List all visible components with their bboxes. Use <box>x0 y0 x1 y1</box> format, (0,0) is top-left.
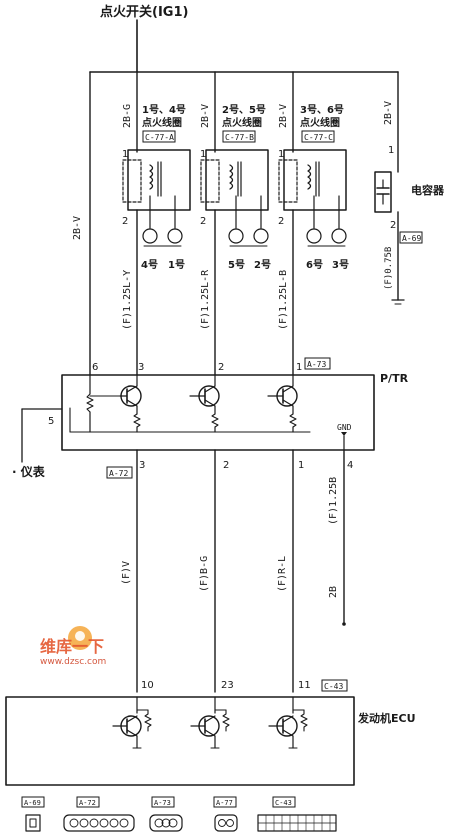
ecu-transistor-2 <box>190 696 230 749</box>
legend-conn-5: C-43 <box>275 799 292 807</box>
ptr-pin-5: 5 <box>48 416 54 427</box>
coil2-bottom-wire-label: (F)1.25L-R <box>200 269 211 330</box>
capacitor-bottom-wire-label: (F)0.75B <box>384 247 394 290</box>
capacitor-pin-bottom: 2 <box>390 220 396 231</box>
coil1-pin-bottom: 2 <box>122 216 128 227</box>
coil2-plug-b: 2号 <box>254 259 271 271</box>
ptr-pin-4-bottom: 4 <box>347 460 353 471</box>
ecu-connector: C-43 <box>324 682 343 691</box>
ignition-switch-label: 点火开关(IG1) <box>100 4 188 20</box>
ecu-pin-10: 10 <box>141 680 154 691</box>
coil3-title-2: 点火线圈 <box>300 116 340 129</box>
coil1-plug-b: 1号 <box>168 259 185 271</box>
meter-label: · 仪表 <box>12 464 46 479</box>
coil1-connector: C-77-A <box>145 133 174 142</box>
transistor-2 <box>189 374 220 433</box>
coil1-pin-top: 1 <box>122 149 128 160</box>
ecu-pin-11: 11 <box>298 680 311 691</box>
coil1-title-1: 1号、4号 <box>142 104 186 116</box>
capacitor-connector: A-69 <box>402 234 421 243</box>
lower-wire-1-label: (F)V <box>121 561 132 585</box>
legend-conn-1: A-69 <box>24 799 41 807</box>
ignition-coil-2: 2B-V 2号、5号 点火线圈 C-77-B 1 2 5号 2号 (F)1.25… <box>200 71 271 376</box>
ptr-pin-1-bottom: 1 <box>298 460 304 471</box>
coil3-pin-bottom: 2 <box>278 216 284 227</box>
ptr-pin-2-bottom: 2 <box>223 460 229 471</box>
ecu-transistor-3 <box>268 696 308 749</box>
legend-conn-4: A-77 <box>216 799 233 807</box>
engine-ecu: 10 23 11 C-43 发动机ECU <box>5 679 416 786</box>
ecu-transistor-1 <box>112 696 152 749</box>
capacitor-top-wire-label: 2B-V <box>383 101 394 125</box>
coil3-top-wire-label: 2B-V <box>278 104 289 128</box>
lower-wire-harness: (F)V (F)B-G (F)R-L (F)1.25B 2B <box>121 449 346 693</box>
coil3-pin-top: 1 <box>278 149 284 160</box>
lower-wire-4b-label: 2B <box>328 586 339 598</box>
coil3-plug-a: 6号 <box>306 259 323 271</box>
watermark: 维库一下 www.dzsc.com <box>40 626 106 667</box>
capacitor-label: 电容器 <box>411 183 445 197</box>
transistor-1 <box>119 374 142 433</box>
coil1-top-wire-label: 2B-G <box>122 104 133 128</box>
ptr-connector: A-73 <box>307 360 326 369</box>
ptr-label: P/TR <box>380 372 409 385</box>
coil3-connector: C-77-C <box>304 133 333 142</box>
coil2-title-2: 点火线圈 <box>222 116 262 129</box>
ignition-coil-1: 2B-G 1号、4号 点火线圈 C-77-A 1 2 4号 1号 (F)1.25… <box>122 71 191 376</box>
coil2-top-wire-label: 2B-V <box>200 104 211 128</box>
ptr-pin-3-top: 3 <box>138 362 144 373</box>
coil2-pin-bottom: 2 <box>200 216 206 227</box>
coil3-title-1: 3号、6号 <box>300 104 344 116</box>
ignition-coil-3: 2B-V 3号、6号 点火线圈 C-77-C 1 2 6号 3号 (F)1.25… <box>278 71 349 376</box>
coil2-title-1: 2号、5号 <box>222 104 266 116</box>
capacitor-pin-top: 1 <box>388 145 394 156</box>
ptr-gnd-label: GND <box>337 423 352 432</box>
coil2-connector: C-77-B <box>225 133 254 142</box>
legend-conn-2: A-72 <box>79 799 96 807</box>
coil1-bottom-wire-label: (F)1.25L-Y <box>122 270 133 330</box>
coil3-plug-b: 3号 <box>332 259 349 271</box>
lower-wire-3-label: (F)R-L <box>277 556 288 592</box>
legend-conn-3: A-73 <box>154 799 171 807</box>
lower-wire-2-label: (F)B-G <box>199 556 210 592</box>
ecu-label: 发动机ECU <box>357 711 416 725</box>
capacitor: 2B-V 1 电容器 2 A-69 (F)0.75B <box>374 71 445 305</box>
ecu-pin-23: 23 <box>221 680 234 691</box>
lower-wire-4-label: (F)1.25B <box>328 477 339 525</box>
watermark-line-1: 维库一下 <box>40 637 104 656</box>
ptr-pin-6: 6 <box>92 362 98 373</box>
ptr-bottom-connector: A-72 <box>109 469 128 478</box>
watermark-line-2: www.dzsc.com <box>40 657 106 667</box>
coil3-bottom-wire-label: (F)1.25L-B <box>278 270 289 330</box>
ptr-pin-3-bottom: 3 <box>139 460 145 471</box>
coil1-plug-a: 4号 <box>141 259 158 271</box>
left-wire-label: 2B-V <box>72 216 83 240</box>
coil1-title-2: 点火线圈 <box>142 116 182 129</box>
ptr-pin-1-top: 1 <box>296 362 302 373</box>
ptr-pin-2-top: 2 <box>218 362 224 373</box>
connector-legend: A-69 A-72 A-73 A-77 C-43 <box>21 796 337 832</box>
coil2-pin-top: 1 <box>200 149 206 160</box>
coil2-plug-a: 5号 <box>228 259 245 271</box>
transistor-3 <box>267 374 298 433</box>
power-transistor-module: P/TR A-73 6 3 2 1 <box>61 357 409 451</box>
